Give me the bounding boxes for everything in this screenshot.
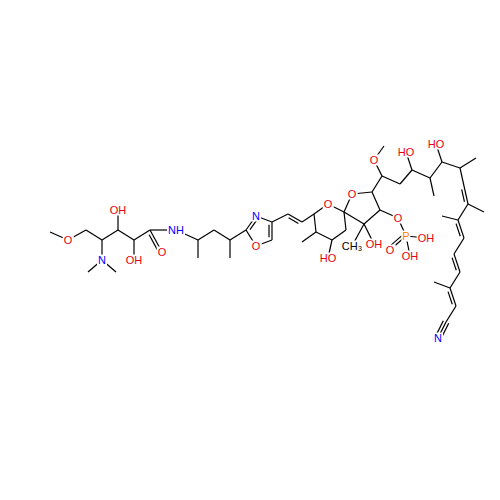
atom-label: HO	[319, 253, 338, 264]
atom-label: O	[347, 189, 358, 200]
bond-line	[268, 225, 269, 238]
bond-line	[382, 176, 400, 184]
bond-line	[452, 258, 456, 271]
bond-line	[289, 218, 299, 224]
bond-line	[454, 238, 464, 254]
bond-line	[450, 272, 460, 288]
bond-line	[450, 288, 456, 306]
bond-line	[442, 162, 460, 168]
atom-label: O	[63, 235, 74, 246]
atom-label: CH₃	[341, 241, 363, 252]
atom-label: HO	[427, 139, 446, 150]
bond-line	[102, 230, 118, 240]
atom-label: O	[393, 213, 404, 224]
bond-line	[448, 292, 452, 305]
bond-line	[230, 230, 246, 240]
bond-line	[412, 170, 430, 178]
bond-line	[460, 168, 464, 186]
bond-line	[430, 162, 442, 178]
atom-label: NH	[167, 225, 185, 236]
bond-line	[454, 254, 460, 272]
bond-line	[434, 282, 450, 288]
bond-line	[314, 214, 316, 232]
bond-line	[456, 224, 460, 237]
atom-label: HO	[397, 147, 416, 158]
bond-line	[458, 204, 468, 220]
atom-label: O	[323, 199, 334, 210]
bond-line	[302, 232, 316, 242]
bond-line	[316, 232, 332, 240]
bond-line	[344, 212, 346, 230]
bond-line	[229, 240, 230, 258]
bond-line	[446, 306, 456, 322]
atom-label: O	[385, 245, 396, 256]
bond-line	[197, 240, 198, 258]
bond-line	[118, 230, 134, 240]
atom-label: OH	[365, 239, 384, 250]
bond-line	[372, 176, 382, 192]
bond-line	[460, 158, 476, 168]
bond-line	[198, 230, 214, 240]
bond-line	[468, 204, 484, 212]
atom-label: N	[251, 211, 261, 222]
atom-label: OH	[109, 205, 128, 216]
bond-line	[344, 212, 364, 224]
bond-line	[430, 178, 434, 196]
bond-line	[271, 222, 272, 240]
atom-label: OH	[417, 233, 436, 244]
bond-line	[214, 230, 230, 240]
atom-label: N	[97, 255, 107, 266]
bond-line	[272, 214, 288, 222]
atom-label: N	[433, 333, 443, 344]
bond-line	[332, 230, 346, 240]
bond-line	[400, 170, 412, 184]
bond-line	[86, 230, 102, 240]
atom-label: O	[157, 247, 168, 258]
atom-label: P	[401, 231, 410, 242]
bond-line	[302, 214, 314, 222]
bond-line	[134, 230, 150, 240]
atom-label: OH	[401, 251, 420, 262]
bond-line	[372, 192, 380, 210]
bond-line	[458, 220, 464, 238]
atom-label: O	[369, 155, 380, 166]
atom-label: O	[251, 241, 262, 252]
bond-line	[442, 216, 458, 220]
atom-label: OH	[125, 255, 144, 266]
bond-line	[462, 189, 465, 202]
bond-line	[364, 210, 380, 224]
